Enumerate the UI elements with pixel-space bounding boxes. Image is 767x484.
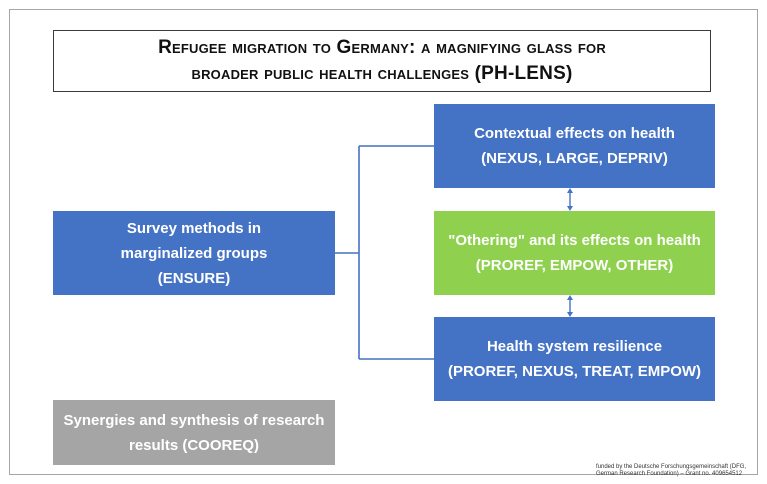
funding-footnote: funded by the Deutsche Forschungsgemeins… (596, 464, 746, 478)
contextual-effects-line-2: (NEXUS, LARGE, DEPRIV) (481, 150, 668, 167)
title-line-1: Refugee migration to Germany: a magnifyi… (158, 37, 606, 58)
othering-line-1: "Othering" and its effects on health (448, 232, 701, 249)
title-box: Refugee migration to Germany: a magnifyi… (53, 30, 711, 92)
othering-line-2: (PROREF, EMPOW, OTHER) (475, 257, 674, 274)
health-system-resilience-box: Health system resilience (PROREF, NEXUS,… (434, 317, 715, 401)
survey-methods-line-2: marginalized groups (120, 244, 268, 262)
synergies-box: Synergies and synthesis of research resu… (53, 400, 335, 465)
contextual-effects-box: Contextual effects on health (NEXUS, LAR… (434, 104, 715, 188)
resilience-line-1: Health system resilience (486, 338, 663, 355)
synergies-line-1: Synergies and synthesis of research (63, 411, 325, 429)
survey-methods-line-3: (ENSURE) (157, 269, 231, 287)
funding-footnote-line-1: funded by the Deutsche Forschungsgemeins… (596, 464, 747, 470)
survey-methods-line-1: Survey methods in (126, 219, 262, 237)
resilience-line-2: (PROREF, NEXUS, TREAT, EMPOW) (447, 363, 702, 380)
funding-footnote-line-2: German Research Foundation) – Grant no. … (596, 471, 743, 477)
othering-box: "Othering" and its effects on health (PR… (434, 211, 715, 295)
synergies-line-2: results (COOREQ) (128, 436, 260, 454)
title-line-2: broader public health challenges (PH-LEN… (191, 63, 573, 84)
survey-methods-box: Survey methods in marginalized groups (E… (53, 211, 335, 295)
contextual-effects-line-1: Contextual effects on health (474, 125, 675, 142)
